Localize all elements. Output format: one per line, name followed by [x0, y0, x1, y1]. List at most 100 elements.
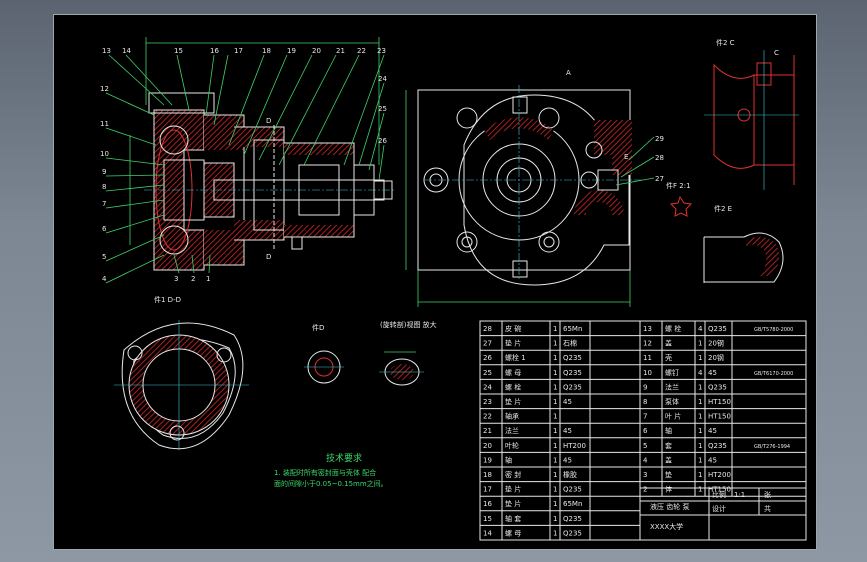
drawing-sheet: D D 件1 D-D 13 14 15: [53, 14, 817, 550]
balloon-23: 23: [377, 47, 386, 55]
bom-cell: 垫 片: [505, 397, 521, 406]
balloon-8: 8: [102, 183, 106, 191]
balloon-10: 10: [100, 150, 109, 158]
detail-view-c: 件2 C C: [704, 38, 799, 190]
bom-cell: 45: [708, 427, 717, 435]
bom-cell: 轴 套: [505, 514, 521, 523]
balloons-side: 12 11 10 9 8 7 6 5 4 3 2 1: [100, 85, 210, 283]
bom-cell: 1: [553, 427, 557, 435]
bom-cell: 垫 片: [505, 499, 521, 508]
balloon-3: 3: [174, 275, 178, 283]
bom-cell: 螺 母: [505, 528, 521, 537]
bom-cell: HT200: [563, 442, 586, 450]
assembly-section-view: D D 件1 D-D 13 14 15: [100, 37, 394, 304]
bom-cell: 法兰: [665, 382, 679, 391]
bom-cell: 14: [483, 529, 492, 537]
bom-cell: 20钢: [708, 339, 724, 348]
bom-cell: 18: [483, 471, 492, 479]
bom-cell: Q235: [563, 486, 582, 494]
bom-cell: Q235: [708, 325, 727, 333]
bom-cell: 26: [483, 354, 492, 362]
bom-cell: 螺 栓: [505, 382, 521, 391]
bom-cell: 密 封: [505, 470, 521, 479]
bom-cell: 45: [563, 456, 572, 464]
balloon-16: 16: [210, 47, 219, 55]
balloon-9: 9: [102, 168, 106, 176]
section-letter-d-top: D: [266, 117, 271, 125]
bom-cell: 65Mn: [563, 500, 582, 508]
bom-cell: Q235: [563, 369, 582, 377]
bom-cell: 1: [698, 340, 702, 348]
bom-cell: 垫 片: [505, 485, 521, 494]
bom-cell: 垫: [665, 470, 672, 479]
section-letter-d-bottom: D: [266, 253, 271, 261]
balloon-1: 1: [206, 275, 210, 283]
bom-cell: 垫 片: [505, 339, 521, 348]
bom-cell: 石棉: [563, 339, 577, 348]
bom-cell: 13: [643, 325, 652, 333]
balloon-28: 28: [655, 154, 664, 162]
bom-cell: 1: [698, 471, 702, 479]
bom-cell: 20钢: [708, 353, 724, 362]
bom-cell: 45: [708, 456, 717, 464]
bom-cell: 4: [698, 369, 703, 377]
title-block: 液压 齿轮 泵 比例 1:1 张 设计 共 XXXX大学: [639, 487, 807, 541]
bom-cell: 套: [665, 441, 672, 450]
bom-cell: 皮 碗: [505, 324, 521, 333]
bom-cell: 65Mn: [563, 325, 582, 333]
balloon-17: 17: [234, 47, 243, 55]
bom-cell: 2: [643, 486, 647, 494]
bom-cell: Q235: [563, 529, 582, 537]
bom-cell: Q235: [708, 383, 727, 391]
bom-cell: 盖: [665, 455, 672, 464]
bom-cell: 螺 母: [505, 368, 521, 377]
bom-cell: 1: [553, 413, 557, 421]
bom-cell: 6: [643, 427, 648, 435]
bom-cell: 1: [553, 515, 557, 523]
bom-cell: 泵体: [665, 397, 679, 406]
balloon-18: 18: [262, 47, 271, 55]
balloon-2: 2: [191, 275, 195, 283]
balloon-22: 22: [357, 47, 366, 55]
balloon-4: 4: [102, 275, 107, 283]
tech-req-line-2: 面的间隙小于0.05~0.15mm之间。: [274, 479, 388, 488]
bom-cell: 轴: [505, 455, 512, 464]
bom-cell: HT150: [708, 398, 731, 406]
detail-rotated-view: (旋转剖)视图 放大: [379, 320, 437, 386]
tech-req-title: 技术要求: [326, 452, 362, 464]
bom-cell: 24: [483, 383, 492, 391]
bom-cell: 1: [698, 413, 702, 421]
bom-cell: 1: [553, 383, 557, 391]
bom-cell: 22: [483, 413, 492, 421]
title-drawn: 设计: [712, 504, 726, 513]
balloon-7: 7: [102, 200, 106, 208]
title-sheet-count: 共: [764, 504, 771, 513]
bom-cell: 橡胶: [563, 470, 577, 479]
bom-cell: 法兰: [505, 426, 519, 435]
balloon-26: 26: [378, 137, 387, 145]
bom-cell: 1: [698, 427, 702, 435]
bom-cell: 螺栓 1: [505, 353, 526, 362]
bom-cell: 1: [553, 529, 557, 537]
balloon-15: 15: [174, 47, 183, 55]
bom-cell: 8: [643, 398, 647, 406]
bom-cell: 9: [643, 383, 647, 391]
bom-cell: 16: [483, 500, 492, 508]
bom-cell: 12: [643, 340, 652, 348]
bom-cell: 1: [553, 398, 557, 406]
std-code-2: GB/T6170-2000: [754, 371, 793, 377]
view-letter-c: C: [774, 49, 779, 57]
bom-cell: 21: [483, 427, 492, 435]
bom-cell: 1: [553, 354, 557, 362]
bom-cell: Q235: [563, 515, 582, 523]
bom-cell: 25: [483, 369, 492, 377]
bom-cell: 28: [483, 325, 492, 333]
bom-cell: 45: [708, 369, 717, 377]
bom-cell: 7: [643, 413, 647, 421]
bom-cell: 叶轮: [505, 441, 519, 450]
bom-cell: 4: [698, 325, 703, 333]
bom-cell: 1: [698, 442, 702, 450]
balloon-14: 14: [122, 47, 131, 55]
engineering-drawing: D D 件1 D-D 13 14 15: [100, 37, 807, 541]
label-f-detail: 件F 2:1: [666, 181, 691, 190]
